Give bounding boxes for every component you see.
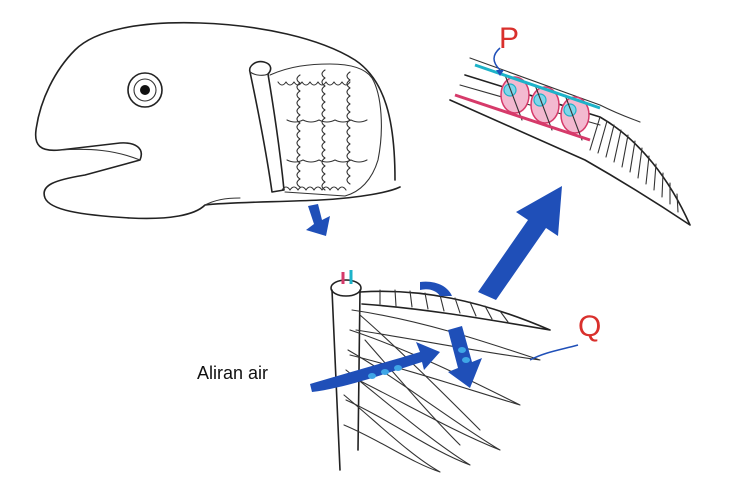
fish-head-outline: [34, 21, 401, 220]
zoom-arrow-up: [478, 186, 562, 300]
gill-filaments-lower: [343, 309, 541, 473]
vessel-cyan: [474, 63, 601, 110]
gill-arch-end: [330, 279, 362, 297]
fish-eye-pupil: [140, 85, 150, 95]
pointer-q: [529, 344, 579, 361]
water-flow-arrows: [310, 281, 482, 392]
label-q: Q: [578, 310, 602, 343]
zoom-arrow-down: [306, 204, 330, 236]
pointer-p: [493, 47, 501, 71]
label-p: P: [499, 22, 520, 55]
fish-eye-ring: [133, 78, 157, 102]
fish-head: [34, 21, 401, 220]
filament-top-edge: [469, 57, 641, 123]
fish-operculum-top: [249, 71, 269, 76]
filament-segments: [589, 116, 679, 213]
water-flow-arrow-main: [310, 342, 440, 392]
fish-eye-outer: [127, 72, 163, 108]
pointer-p-head: [496, 70, 504, 76]
water-flow-arrow-top: [420, 281, 452, 296]
fish-gill-filaments: [269, 63, 382, 197]
gill-arch-section: [330, 270, 579, 473]
top-filament: [359, 290, 551, 331]
water-flow-arrow-down: [448, 326, 482, 388]
vessel-red: [454, 93, 591, 142]
fish-jaw-line: [59, 148, 141, 161]
fish-chin: [204, 197, 241, 206]
secondary-lamellae: [500, 74, 590, 141]
gill-filament-magnified: [449, 47, 691, 226]
top-filament-segments: [379, 289, 509, 323]
label-water-flow: Aliran air: [197, 363, 269, 383]
fish-operculum: [248, 60, 285, 193]
